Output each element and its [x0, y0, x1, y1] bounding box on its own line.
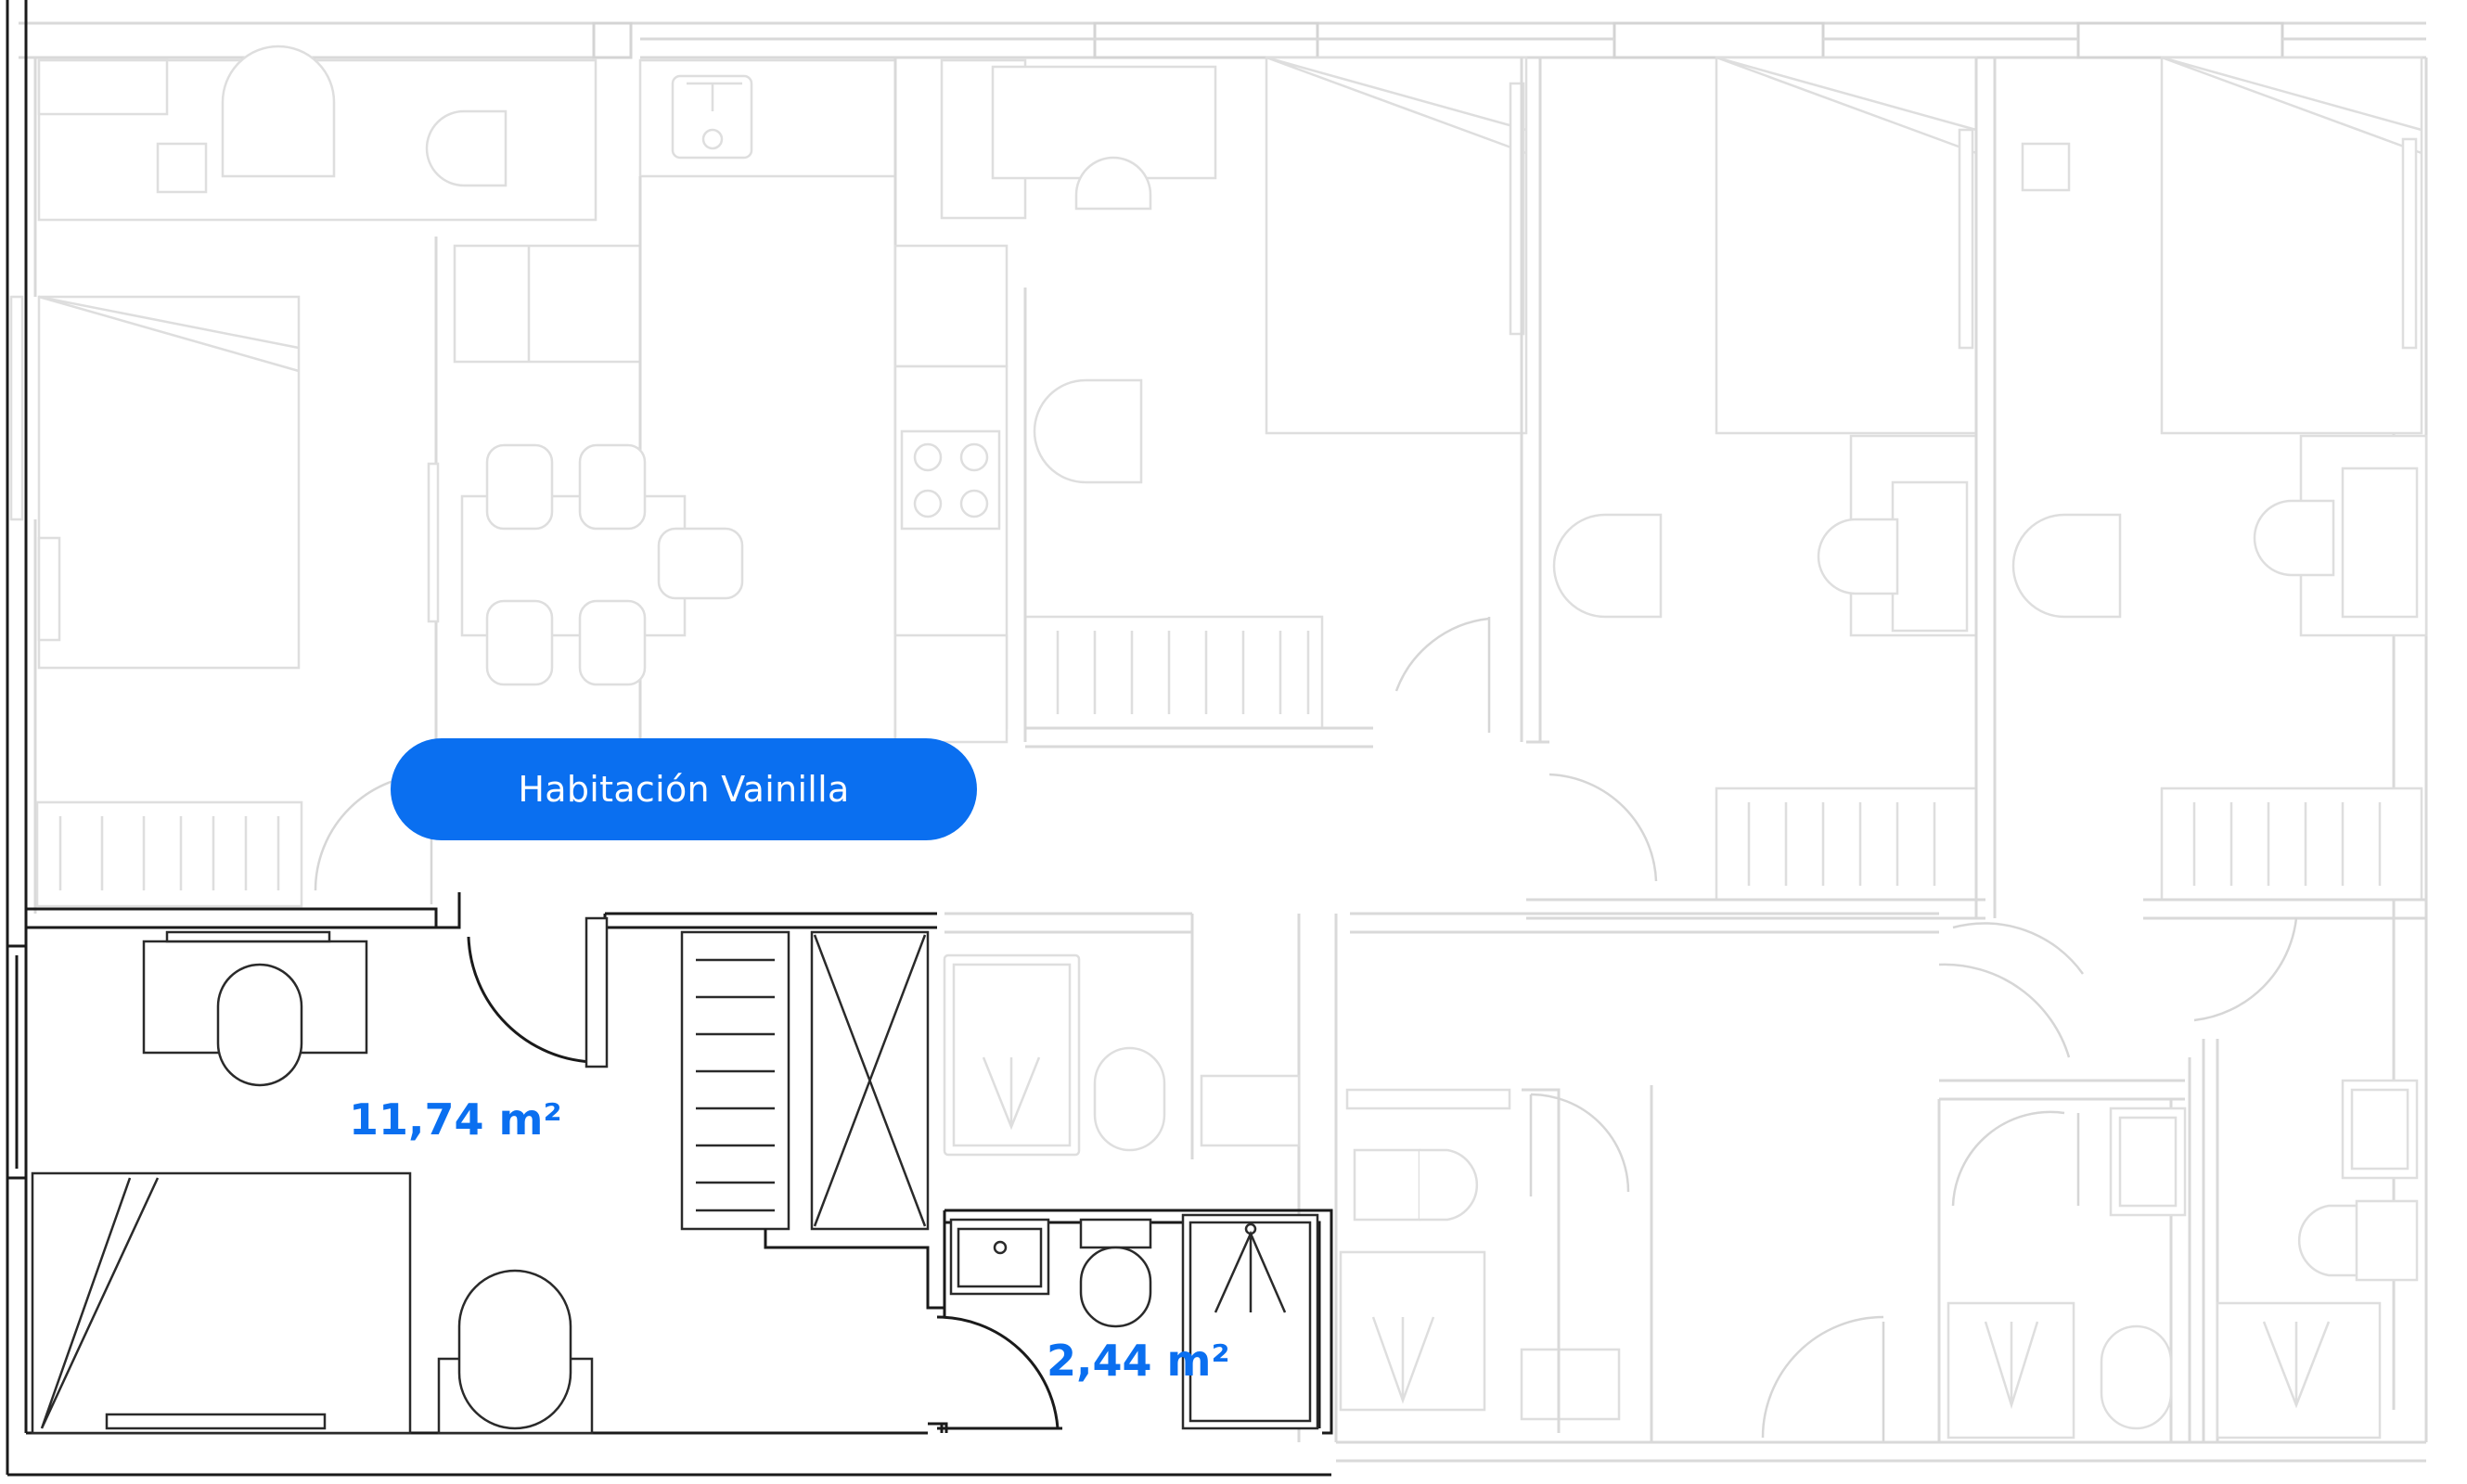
bathroom-area-label: 2,44 m² [1047, 1336, 1230, 1386]
highlighted-unit [6, 0, 1333, 1477]
room-label-text: Habitación Vainilla [518, 769, 850, 810]
faded-context-plan [9, 21, 2428, 1463]
room-label-pill[interactable]: Habitación Vainilla [391, 738, 977, 840]
bedroom-area-label: 11,74 m² [349, 1094, 562, 1145]
